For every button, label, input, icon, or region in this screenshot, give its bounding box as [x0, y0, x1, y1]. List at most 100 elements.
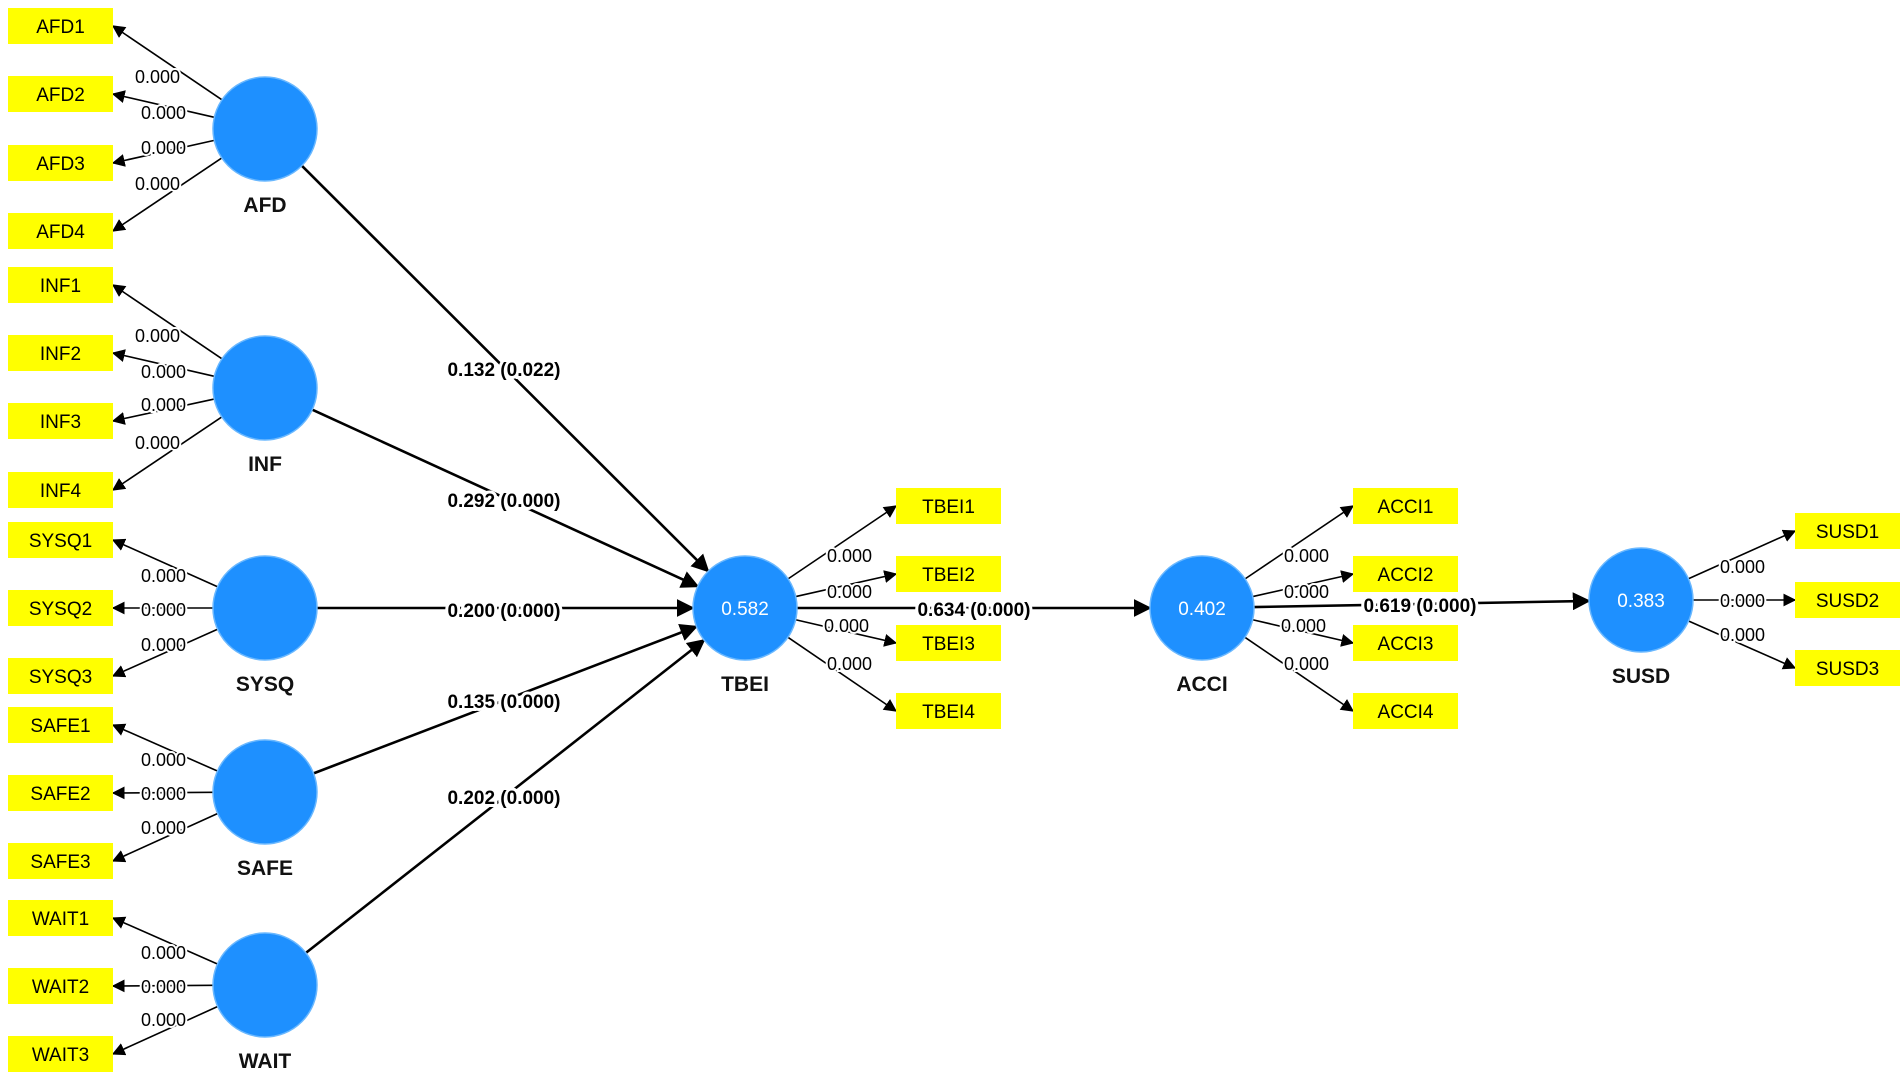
- latent-label: INF: [248, 453, 282, 476]
- indicator-label: INF4: [40, 481, 82, 502]
- indicator-acci2[interactable]: ACCI2: [1353, 556, 1458, 592]
- loading-arrow-wait2: [111, 979, 214, 993]
- indicator-box[interactable]: [896, 488, 1001, 524]
- loading-arrow-afd4: [111, 157, 223, 232]
- loading-arrow-susd1: [1688, 529, 1797, 580]
- indicator-box[interactable]: [1353, 693, 1458, 729]
- indicator-box[interactable]: [1795, 650, 1900, 686]
- indicator-susd2[interactable]: SUSD2: [1795, 582, 1900, 618]
- indicator-label: INF3: [40, 412, 81, 433]
- loading-arrow-inf3: [111, 398, 215, 425]
- indicator-tbei4[interactable]: TBEI4: [896, 693, 1001, 729]
- indicator-sysq3[interactable]: SYSQ3: [8, 658, 113, 694]
- indicator-box[interactable]: [1353, 625, 1458, 661]
- indicator-label: WAIT3: [32, 1045, 89, 1066]
- indicator-box[interactable]: [8, 403, 113, 439]
- indicator-box[interactable]: [8, 8, 113, 44]
- indicator-box[interactable]: [8, 900, 113, 936]
- latent-circle[interactable]: [212, 932, 318, 1038]
- edges-layer: [111, 25, 1797, 1056]
- indicator-afd4[interactable]: AFD4: [8, 213, 113, 249]
- indicator-box[interactable]: [1353, 488, 1458, 524]
- indicator-box[interactable]: [1795, 582, 1900, 618]
- indicator-safe3[interactable]: SAFE3: [8, 843, 113, 879]
- loading-value-susd1: 0.000: [1720, 557, 1765, 577]
- indicator-acci4[interactable]: ACCI4: [1353, 693, 1458, 729]
- indicator-box[interactable]: [896, 556, 1001, 592]
- latent-label: ACCI: [1176, 673, 1227, 696]
- latent-node-inf[interactable]: INF: [212, 335, 318, 476]
- loading-value-susd2: 0.000: [1720, 591, 1765, 611]
- indicator-safe1[interactable]: SAFE1: [8, 707, 113, 743]
- indicator-wait2[interactable]: WAIT2: [8, 968, 113, 1004]
- indicator-box[interactable]: [8, 707, 113, 743]
- loading-value-acci4: 0.000: [1284, 654, 1329, 674]
- indicator-label: ACCI4: [1378, 702, 1434, 723]
- latent-node-afd[interactable]: AFD: [212, 76, 318, 217]
- indicator-box[interactable]: [8, 145, 113, 181]
- latent-circle[interactable]: [212, 76, 318, 182]
- latent-circle[interactable]: [212, 739, 318, 845]
- indicator-afd3[interactable]: AFD3: [8, 145, 113, 181]
- indicator-box[interactable]: [8, 775, 113, 811]
- indicator-acci1[interactable]: ACCI1: [1353, 488, 1458, 524]
- indicator-wait1[interactable]: WAIT1: [8, 900, 113, 936]
- path-arrow-inf-to-tbei: [311, 408, 700, 588]
- latent-circle[interactable]: [692, 555, 798, 661]
- indicator-tbei3[interactable]: TBEI3: [896, 625, 1001, 661]
- indicator-box[interactable]: [8, 590, 113, 626]
- latent-node-sysq[interactable]: SYSQ: [212, 555, 318, 696]
- indicator-box[interactable]: [1353, 556, 1458, 592]
- indicator-box[interactable]: [8, 472, 113, 508]
- indicator-box[interactable]: [8, 843, 113, 879]
- loading-arrow-tbei4: [787, 636, 898, 712]
- indicator-inf2[interactable]: INF2: [8, 335, 113, 371]
- indicator-susd1[interactable]: SUSD1: [1795, 513, 1900, 549]
- indicator-label: ACCI3: [1378, 634, 1434, 655]
- indicator-inf1[interactable]: INF1: [8, 267, 113, 303]
- indicator-sysq2[interactable]: SYSQ2: [8, 590, 113, 626]
- indicator-box[interactable]: [8, 335, 113, 371]
- indicator-acci3[interactable]: ACCI3: [1353, 625, 1458, 661]
- indicator-box[interactable]: [8, 76, 113, 112]
- loading-arrow-acci4: [1244, 636, 1355, 712]
- indicator-tbei2[interactable]: TBEI2: [896, 556, 1001, 592]
- indicator-label: TBEI1: [922, 497, 975, 518]
- indicator-susd3[interactable]: SUSD3: [1795, 650, 1900, 686]
- loading-value-inf4: 0.000: [135, 433, 180, 453]
- indicator-box[interactable]: [8, 1036, 113, 1072]
- indicator-label: SAFE2: [30, 784, 90, 805]
- latent-circle[interactable]: [212, 335, 318, 441]
- indicator-tbei1[interactable]: TBEI1: [896, 488, 1001, 524]
- indicator-box[interactable]: [8, 267, 113, 303]
- indicator-safe2[interactable]: SAFE2: [8, 775, 113, 811]
- indicator-box[interactable]: [896, 625, 1001, 661]
- indicator-afd2[interactable]: AFD2: [8, 76, 113, 112]
- latent-circle[interactable]: [212, 555, 318, 661]
- loading-arrow-safe2: [111, 786, 214, 800]
- indicator-label: SUSD2: [1816, 591, 1879, 612]
- indicator-sysq1[interactable]: SYSQ1: [8, 522, 113, 558]
- indicator-box[interactable]: [896, 693, 1001, 729]
- loading-value-afd2: 0.000: [141, 103, 186, 123]
- indicator-box[interactable]: [8, 658, 113, 694]
- path-coefficient-afd-to-tbei: 0.132 (0.022): [447, 360, 560, 381]
- latent-node-wait[interactable]: WAIT: [212, 932, 318, 1073]
- latent-label: SAFE: [237, 857, 293, 880]
- indicator-box[interactable]: [8, 968, 113, 1004]
- latent-node-safe[interactable]: SAFE: [212, 739, 318, 880]
- indicator-label: INF2: [40, 344, 81, 365]
- latent-circle[interactable]: [1149, 555, 1255, 661]
- indicator-box[interactable]: [8, 213, 113, 249]
- indicator-wait3[interactable]: WAIT3: [8, 1036, 113, 1072]
- indicator-afd1[interactable]: AFD1: [8, 8, 113, 44]
- latent-circle[interactable]: [1588, 547, 1694, 653]
- indicator-box[interactable]: [1795, 513, 1900, 549]
- indicator-inf3[interactable]: INF3: [8, 403, 113, 439]
- indicator-box[interactable]: [8, 522, 113, 558]
- indicator-inf4[interactable]: INF4: [8, 472, 113, 508]
